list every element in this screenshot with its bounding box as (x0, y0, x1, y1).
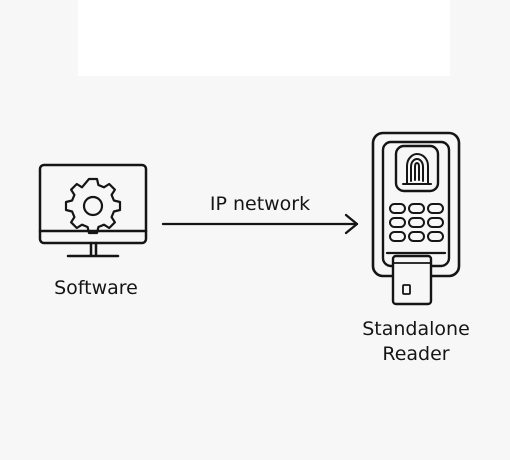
ip-network-arrow (161, 213, 359, 235)
reader-label-line-2: Reader (382, 343, 450, 365)
fingerprint-window (394, 144, 440, 193)
reader-label-line-1: Standalone (362, 318, 470, 340)
keypad-icon (389, 203, 444, 242)
standalone-reader-label: Standalone Reader (350, 317, 482, 367)
gear-icon (64, 177, 122, 235)
card-chip (402, 284, 411, 295)
software-label: Software (54, 277, 138, 299)
standalone-reader-icon (371, 131, 461, 306)
computer-monitor-icon (38, 163, 148, 258)
fingerprint-icon (402, 153, 432, 185)
ip-network-label: IP network (209, 193, 311, 215)
top-white-panel (78, 0, 450, 76)
